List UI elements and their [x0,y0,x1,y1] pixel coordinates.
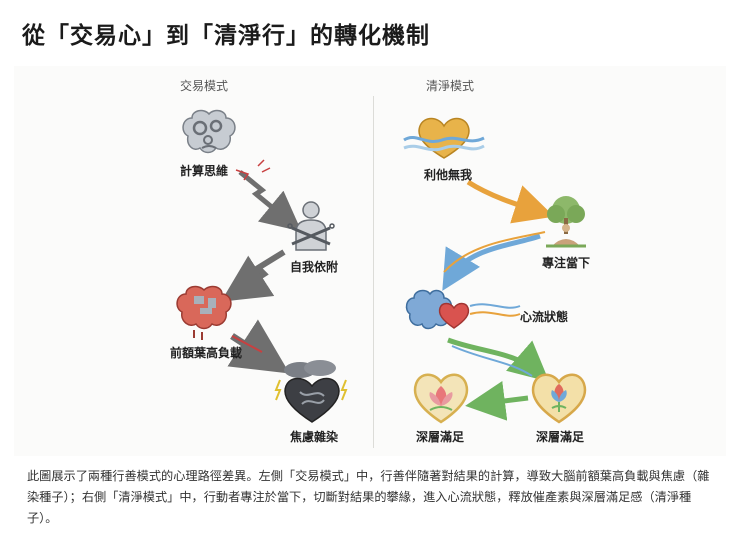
overloaded-brain-icon [176,285,232,340]
node-present-label: 專注當下 [542,256,591,270]
lotus-heart-icon [413,373,469,424]
node-prefrontal-label: 前額葉高負載 [170,346,243,360]
divider [373,96,374,448]
flower-heart-icon [531,373,587,424]
left-heading: 交易模式 [180,79,229,93]
arrow-present-to-flow [442,233,541,291]
node-deep2-label: 深層滿足 [536,430,585,444]
node-flow-label: 心流狀態 [520,310,569,324]
node-calc-label: 計算思維 [180,164,229,178]
brain-heart-icon [405,289,470,330]
node-altruism-label: 利他無我 [424,168,473,182]
heart-waves-icon [403,117,485,159]
node-ego-label: 自我依附 [290,260,339,274]
chained-figure-icon [287,201,335,251]
brain-gears-icon [182,109,236,154]
meditation-tree-icon [546,196,586,248]
dark-heart-storm-icon [274,360,348,423]
node-anxiety-label: 焦慮雜染 [290,430,339,444]
caption: 此圖展示了兩種行善模式的心理路徑差異。左側「交易模式」中，行善伴隨著對結果的計算… [27,469,710,525]
arrow-flow-to-deep2 [447,337,550,382]
page-title: 從「交易心」到「清淨行」的轉化機制 [22,23,430,49]
node-deep1-label: 深層滿足 [416,430,465,444]
right-heading: 清淨模式 [426,79,475,93]
diagram-panel [14,66,726,456]
arrow-altruism-to-present [466,179,555,224]
arrow-deep2-to-deep1 [465,381,529,421]
arrow-ego-to-prefrontal [220,249,286,302]
arrow-calc-to-ego [238,170,302,232]
